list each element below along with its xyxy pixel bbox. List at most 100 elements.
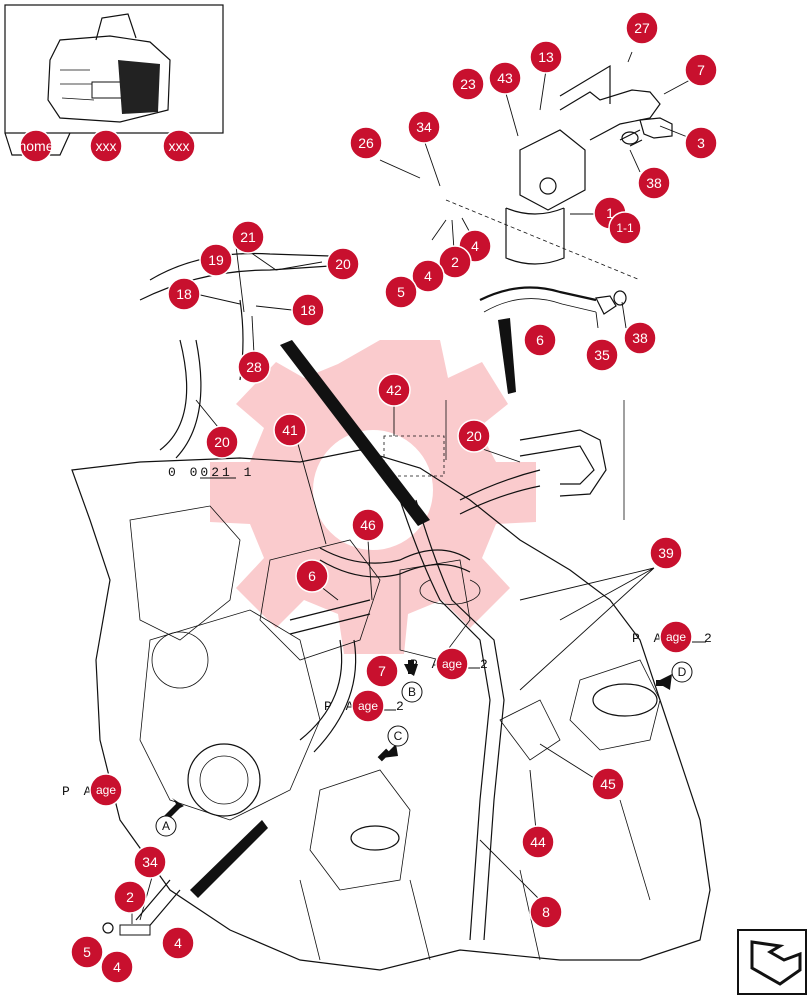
callout-20-mid[interactable]: 20 — [457, 419, 491, 453]
view-marker-d[interactable]: D — [656, 661, 693, 690]
reference-label-left: P A — [62, 784, 94, 799]
thumbnail-tabs: home xxx xxx — [18, 129, 196, 163]
page-references: 0 0021 1 P A 2 P A 2 P A P A 2 — [62, 465, 715, 799]
callout-44[interactable]: 44 — [521, 825, 555, 859]
svg-text:28: 28 — [246, 359, 262, 375]
callout-42[interactable]: 42 — [377, 373, 411, 407]
reference-label-right: P A — [632, 631, 664, 646]
callout-6-top[interactable]: 6 — [523, 323, 557, 357]
callout-page-mid[interactable]: age — [435, 647, 469, 681]
svg-text:8: 8 — [542, 904, 550, 920]
reference-label-mid: P A — [410, 657, 442, 672]
svg-text:20: 20 — [466, 428, 482, 444]
callout-5-top[interactable]: 5 — [384, 275, 418, 309]
svg-text:2: 2 — [126, 889, 134, 905]
svg-text:21: 21 — [240, 229, 256, 245]
callout-4-b[interactable]: 4 — [411, 259, 445, 293]
reference-label-top: 0 0021 1 — [168, 465, 254, 480]
tab-xxx-1[interactable]: xxx — [89, 129, 123, 163]
svg-text:26: 26 — [358, 135, 374, 151]
svg-text:42: 42 — [386, 382, 402, 398]
callout-19[interactable]: 19 — [199, 243, 233, 277]
callout-7[interactable]: 7 — [684, 53, 718, 87]
view-marker-b[interactable]: B — [401, 660, 423, 703]
svg-text:38: 38 — [632, 330, 648, 346]
callout-43[interactable]: 43 — [488, 61, 522, 95]
callout-45[interactable]: 45 — [591, 767, 625, 801]
callout-26[interactable]: 26 — [349, 126, 383, 160]
svg-text:38: 38 — [646, 175, 662, 191]
view-markers: A B C D — [155, 660, 693, 837]
svg-text:home: home — [18, 138, 53, 154]
callout-13[interactable]: 13 — [529, 40, 563, 74]
svg-text:41: 41 — [282, 422, 298, 438]
svg-text:18: 18 — [176, 286, 192, 302]
watermark-gear-icon — [210, 340, 536, 654]
svg-text:xxx: xxx — [169, 138, 190, 154]
callout-18-right[interactable]: 18 — [291, 293, 325, 327]
svg-text:43: 43 — [497, 70, 513, 86]
svg-text:2: 2 — [451, 254, 459, 270]
svg-text:27: 27 — [634, 20, 650, 36]
direction-wedges — [190, 318, 516, 898]
callout-35[interactable]: 35 — [585, 338, 619, 372]
svg-text:A: A — [162, 819, 170, 833]
callout-39[interactable]: 39 — [649, 536, 683, 570]
callout-2-top[interactable]: 2 — [438, 245, 472, 279]
svg-text:age: age — [96, 783, 116, 797]
svg-text:46: 46 — [360, 517, 376, 533]
svg-text:3: 3 — [697, 135, 705, 151]
callout-page-right[interactable]: age — [659, 620, 693, 654]
svg-text:45: 45 — [600, 776, 616, 792]
callout-7-mid[interactable]: 7 — [365, 654, 399, 688]
callout-34-top[interactable]: 34 — [407, 110, 441, 144]
callout-20-left[interactable]: 20 — [205, 425, 239, 459]
svg-text:1: 1 — [606, 205, 614, 221]
reference-label-left-mid: P A — [324, 699, 356, 714]
callout-46[interactable]: 46 — [351, 508, 385, 542]
callout-41[interactable]: 41 — [273, 413, 307, 447]
callout-4-bottom-left[interactable]: 4 — [100, 950, 134, 984]
svg-text:5: 5 — [397, 284, 405, 300]
callout-2-bottom[interactable]: 2 — [113, 880, 147, 914]
svg-text:age: age — [442, 657, 462, 671]
callout-38-top[interactable]: 38 — [637, 166, 671, 200]
svg-text:age: age — [358, 699, 378, 713]
view-marker-a[interactable]: A — [155, 798, 184, 837]
svg-text:44: 44 — [530, 834, 546, 850]
filter-assembly — [505, 64, 673, 265]
callout-20-top[interactable]: 20 — [326, 247, 360, 281]
svg-text:7: 7 — [378, 663, 386, 679]
callout-8[interactable]: 8 — [529, 895, 563, 929]
view-marker-c[interactable]: C — [377, 725, 409, 762]
tab-home[interactable]: home — [18, 129, 54, 163]
callout-6-mid[interactable]: 6 — [295, 559, 329, 593]
callout-28[interactable]: 28 — [237, 350, 271, 384]
callout-page-left-mid[interactable]: age — [351, 689, 385, 723]
tab-xxx-2[interactable]: xxx — [162, 129, 196, 163]
svg-text:xxx: xxx — [96, 138, 117, 154]
svg-text:18: 18 — [300, 302, 316, 318]
svg-text:4: 4 — [424, 268, 432, 284]
callout-27[interactable]: 27 — [625, 11, 659, 45]
svg-text:34: 34 — [142, 854, 158, 870]
callout-page-left[interactable]: age — [89, 773, 123, 807]
callout-5-bottom[interactable]: 5 — [70, 935, 104, 969]
svg-text:1-1: 1-1 — [616, 221, 634, 235]
leader-lines — [131, 51, 691, 924]
callout-23[interactable]: 23 — [451, 67, 485, 101]
callout-38-mid[interactable]: 38 — [623, 321, 657, 355]
reference-label-right-suffix: 2 — [704, 631, 715, 646]
svg-text:19: 19 — [208, 252, 224, 268]
callout-21[interactable]: 21 — [231, 220, 265, 254]
callout-4-bottom-right[interactable]: 4 — [161, 926, 195, 960]
svg-text:23: 23 — [460, 76, 476, 92]
thumbnail-panel — [4, 4, 224, 156]
detail-frames — [383, 199, 641, 520]
callout-3[interactable]: 3 — [684, 126, 718, 160]
return-arrow-icon[interactable] — [737, 929, 807, 995]
svg-text:age: age — [666, 630, 686, 644]
callout-34-bottom[interactable]: 34 — [133, 845, 167, 879]
callout-1-1[interactable]: 1-1 — [608, 211, 642, 245]
callout-18-left[interactable]: 18 — [167, 277, 201, 311]
